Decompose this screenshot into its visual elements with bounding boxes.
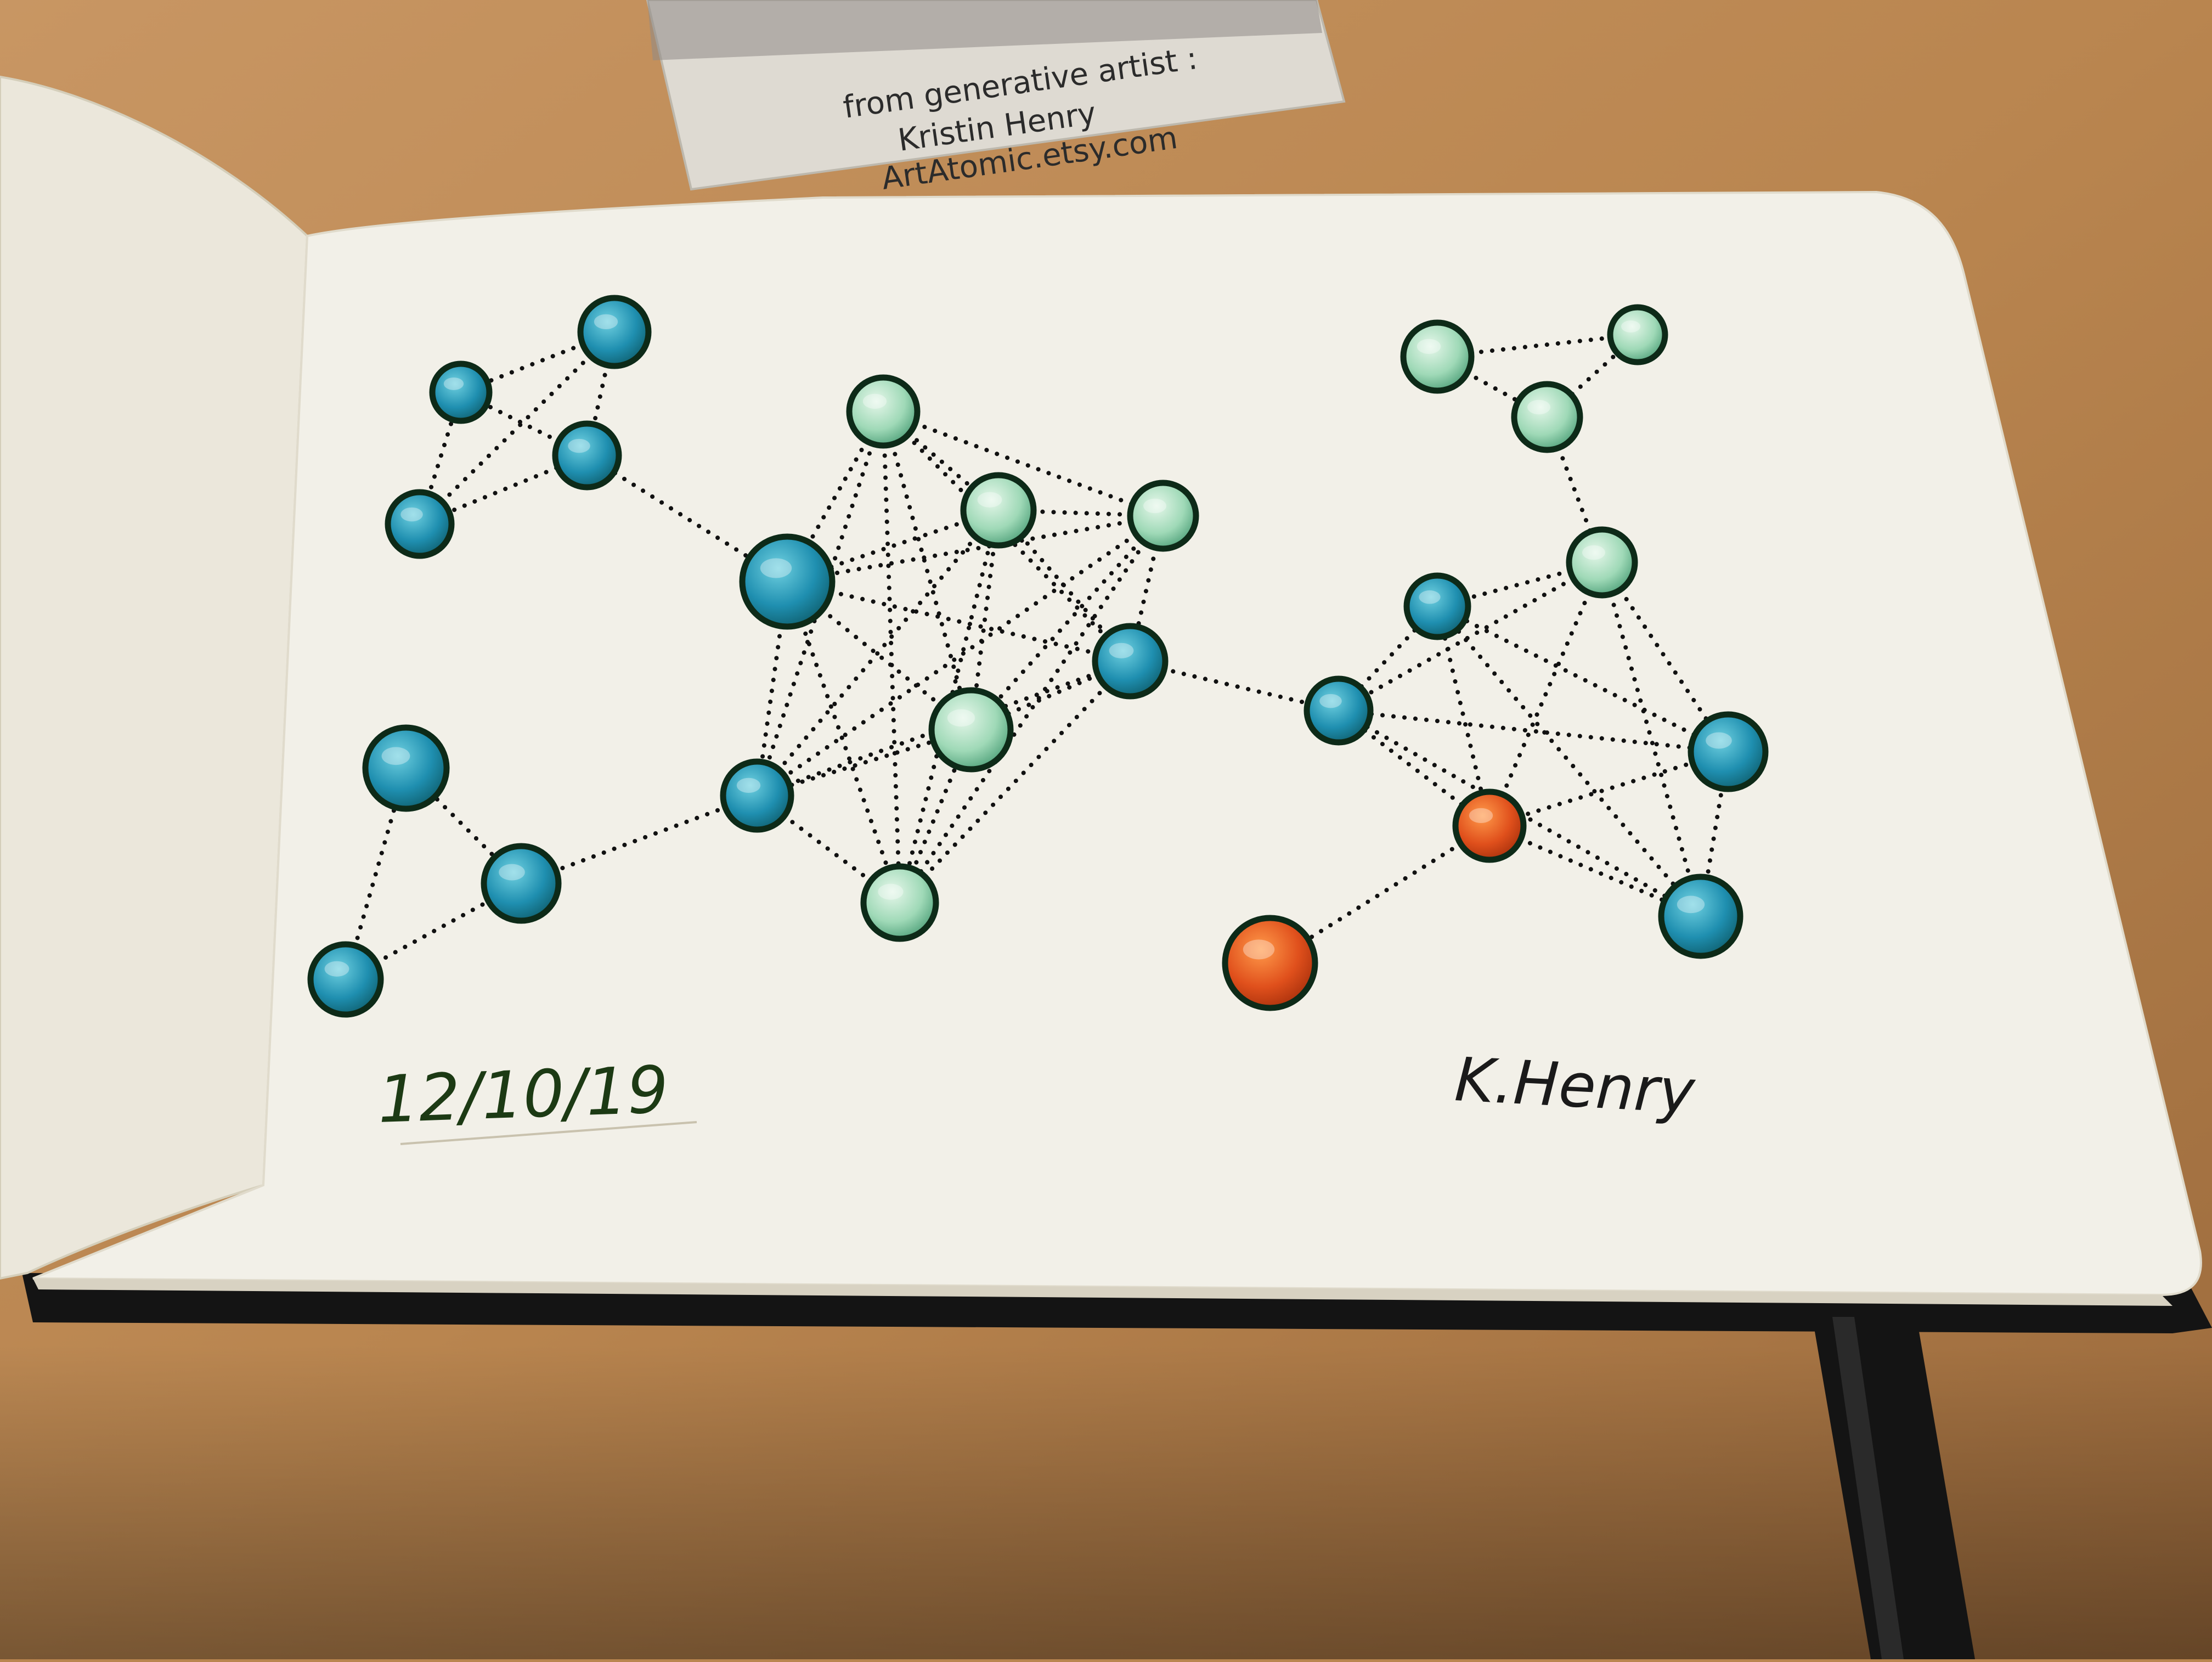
dotted-edge-b2-b8: [898, 508, 1001, 905]
dotted-edge-b4-b5: [785, 579, 1132, 663]
dotted-edge-b5-e3: [1128, 659, 1341, 713]
node-highlight: [1706, 732, 1732, 749]
ink-node-teal: [720, 758, 794, 833]
right-page: [32, 190, 2202, 1297]
dotted-edge-c1-c3: [343, 766, 408, 982]
ink-node-mint: [860, 863, 939, 942]
ink-node-teal: [552, 420, 622, 491]
date-text: 12/10/19: [376, 1052, 669, 1137]
business-card: from generative artist : Kristin Henry A…: [646, 0, 1346, 197]
dotted-edge-e2-e5: [1435, 604, 1492, 828]
dotted-edge-b2-b7: [755, 508, 1001, 798]
ink-node-mint: [928, 687, 1014, 773]
date-underline: [400, 1121, 697, 1145]
ink-node-teal: [1304, 675, 1374, 746]
ink-node-teal: [1092, 623, 1169, 700]
dotted-edge-b1-b7: [755, 409, 885, 798]
node-highlight: [1417, 339, 1441, 354]
dotted-edge-b5-b8: [898, 659, 1132, 905]
dotted-edge-c2-b7: [519, 793, 759, 886]
node-highlight: [1243, 939, 1275, 960]
ink-node-mint: [846, 374, 921, 449]
dotted-edge-e4-e5: [1487, 750, 1730, 828]
node-highlight: [1419, 590, 1441, 604]
ink-nodes: [307, 295, 1769, 1018]
ink-node-mint: [1127, 480, 1199, 552]
dotted-edge-e5-e7: [1268, 824, 1492, 965]
node-highlight: [381, 747, 410, 765]
ink-node-teal: [307, 941, 384, 1018]
node-highlight: [878, 883, 904, 900]
ribbon-highlight: [1832, 1317, 1904, 1659]
node-highlight: [1469, 808, 1493, 824]
dotted-edge-e1-e5: [1487, 560, 1604, 828]
node-highlight: [1319, 694, 1342, 708]
node-highlight: [862, 393, 887, 409]
ink-node-teal: [1688, 711, 1769, 792]
dotted-edge-d3-e1: [1545, 415, 1604, 565]
dotted-edge-b3-b6: [969, 514, 1165, 732]
dotted-edge-e1-e3: [1336, 560, 1604, 713]
node-highlight: [977, 492, 1002, 508]
dotted-edge-e3-e4: [1336, 708, 1730, 754]
ink-node-mint: [1400, 319, 1475, 394]
node-highlight: [760, 558, 792, 578]
ink-node-mint: [960, 472, 1037, 549]
ink-node-teal: [739, 533, 836, 630]
node-highlight: [1143, 498, 1166, 514]
node-highlight: [1677, 895, 1705, 914]
dotted-edge-b3-b8: [898, 514, 1165, 905]
dotted-edge-e2-e6: [1435, 604, 1703, 919]
dotted-edge-b1-b6: [881, 409, 973, 732]
node-highlight: [400, 507, 423, 522]
left-page: [0, 75, 309, 1280]
signature-text: K.Henry: [1453, 1044, 1698, 1127]
dotted-edge-b2-b6: [969, 508, 1001, 732]
dotted-edge-b4-b8: [785, 579, 902, 905]
ink-node-mint: [1566, 526, 1638, 599]
ink-node-mint: [1511, 381, 1583, 453]
dotted-edge-b3-b4: [785, 514, 1165, 584]
node-highlight: [499, 864, 525, 881]
ink-node-teal: [429, 360, 493, 424]
node-highlight: [1621, 320, 1640, 333]
dotted-edge-b1-b8: [881, 409, 902, 905]
dotted-edge-a3-a4: [417, 453, 589, 526]
node-highlight: [324, 961, 349, 977]
node-highlight: [1527, 399, 1550, 415]
ink-node-teal: [385, 489, 455, 559]
ink-node-teal: [577, 295, 652, 369]
page-stack-edge: [33, 1278, 2172, 1306]
dotted-edge-a1-a4: [417, 330, 617, 526]
node-highlight: [1109, 643, 1134, 658]
ink-node-teal: [362, 724, 450, 812]
node-highlight: [443, 377, 464, 390]
node-highlight: [1582, 545, 1605, 560]
ink-node-mint: [1607, 304, 1668, 365]
dotted-edge-e2-e4: [1435, 604, 1730, 754]
node-highlight: [947, 709, 975, 727]
node-highlight: [568, 438, 590, 453]
dotted-edge-b7-b8: [755, 793, 902, 905]
ink-node-teal: [1658, 874, 1743, 959]
dotted-edge-b1-b2: [881, 409, 1001, 512]
node-highlight: [736, 778, 761, 793]
node-highlight: [594, 314, 618, 330]
ink-node-teal: [481, 843, 562, 924]
ink-node-orange: [1452, 788, 1527, 863]
dotted-edge-b6-b7: [755, 728, 973, 798]
ink-node-teal: [1403, 572, 1471, 640]
ink-node-orange: [1222, 915, 1318, 1011]
